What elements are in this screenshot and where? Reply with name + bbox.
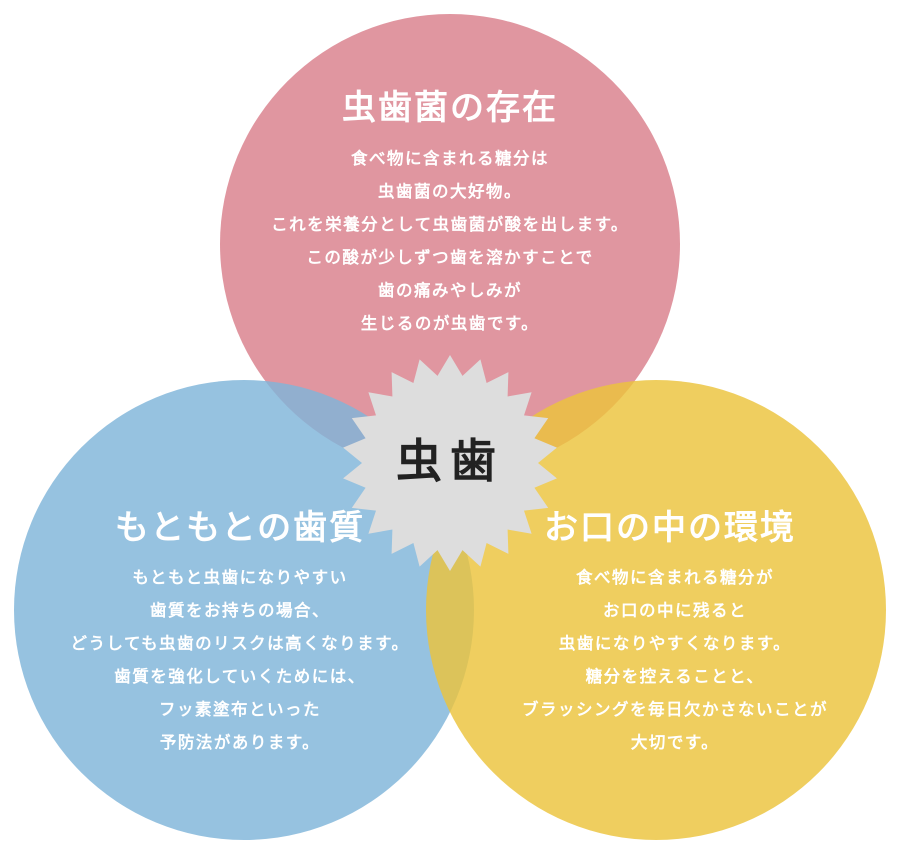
tooth-quality-description: もともと虫歯になりやすい 歯質をお持ちの場合、 どうしても虫歯のリスクは高くなり… <box>20 561 460 759</box>
mouth-environment-title: お口の中の環境 <box>544 508 796 548</box>
description-line: 歯質を強化していくためには、 <box>114 667 366 686</box>
description-line: 歯質をお持ちの場合、 <box>150 601 330 620</box>
description-line: 大切です。 <box>630 733 720 752</box>
description-line: 予防法があります。 <box>159 733 321 752</box>
tooth-quality-title: もともとの歯質 <box>114 508 366 548</box>
description-line: どうしても虫歯のリスクは高くなります。 <box>70 634 410 653</box>
description-line: 食べ物に含まれる糖分が <box>576 568 774 587</box>
description-line: この酸が少しずつ歯を溶かすことで <box>306 248 594 267</box>
description-line: 虫歯菌の大好物。 <box>378 182 522 201</box>
circle-caries-bacteria <box>220 14 680 474</box>
description-line: 糖分を控えることと、 <box>585 667 765 686</box>
description-line: お口の中に残ると <box>603 601 747 620</box>
circle-mouth-environment <box>426 380 886 840</box>
description-line: 虫歯になりやすくなります。 <box>558 634 792 653</box>
description-line: 食べ物に含まれる糖分は <box>351 149 549 168</box>
center-starburst-badge <box>343 355 557 571</box>
circle-tooth-quality <box>14 380 474 840</box>
description-line: 歯の痛みやしみが <box>378 281 522 300</box>
description-line: 生じるのが虫歯です。 <box>360 314 540 333</box>
description-line: もともと虫歯になりやすい <box>132 568 348 587</box>
caries-bacteria-title: 虫歯菌の存在 <box>342 88 558 128</box>
mouth-environment-description: 食べ物に含まれる糖分が お口の中に残ると 虫歯になりやすくなります。 糖分を控え… <box>455 561 895 759</box>
center-label-caries: 虫歯 <box>396 434 504 488</box>
caries-bacteria-description: 食べ物に含まれる糖分は 虫歯菌の大好物。 これを栄養分として虫歯菌が酸を出します… <box>200 142 700 340</box>
description-line: フッ素塗布といった <box>159 700 321 719</box>
description-line: ブラッシングを毎日欠かさないことが <box>522 700 828 719</box>
description-line: これを栄養分として虫歯菌が酸を出します。 <box>271 215 629 234</box>
